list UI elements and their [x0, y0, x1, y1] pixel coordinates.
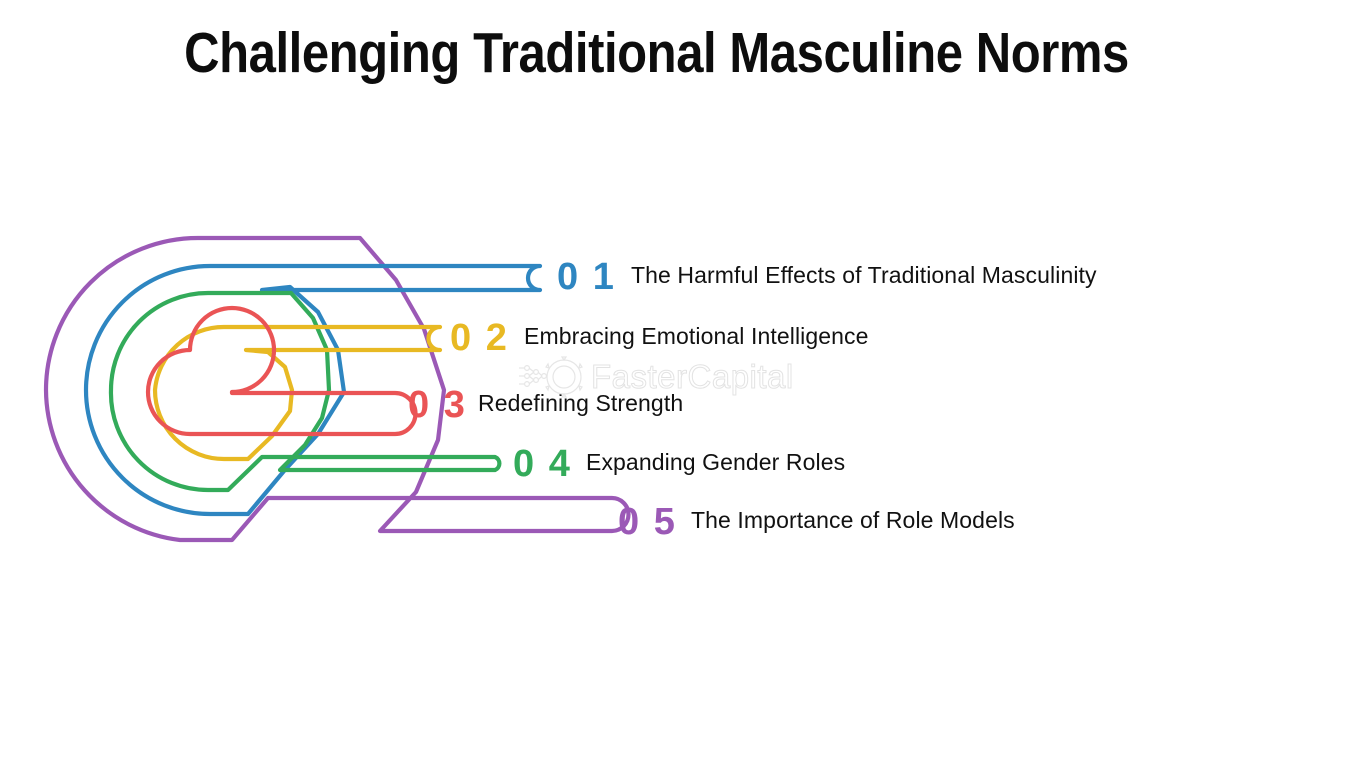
- spiral-path-02: [152, 324, 443, 462]
- item-label-04: Expanding Gender Roles: [586, 449, 846, 475]
- item-number-04: 0 4: [513, 443, 572, 485]
- item-label-03: Redefining Strength: [478, 390, 684, 416]
- page-title: Challenging Traditional Masculine Norms: [184, 21, 1129, 85]
- item-number-02: 0 2: [450, 317, 509, 359]
- item-number-05: 0 5: [618, 501, 677, 543]
- item-label-01: The Harmful Effects of Traditional Mascu…: [631, 262, 1097, 288]
- item-number-01: 0 1: [557, 256, 616, 298]
- spiral-path-05: [43, 235, 631, 543]
- item-label-02: Embracing Emotional Intelligence: [524, 323, 869, 349]
- spiral-path-04: [108, 290, 502, 493]
- spiral-path-03: [145, 305, 418, 437]
- item-label-05: The Importance of Role Models: [691, 507, 1015, 533]
- item-number-03: 0 3: [408, 384, 467, 426]
- spiral-path-01: [83, 263, 543, 517]
